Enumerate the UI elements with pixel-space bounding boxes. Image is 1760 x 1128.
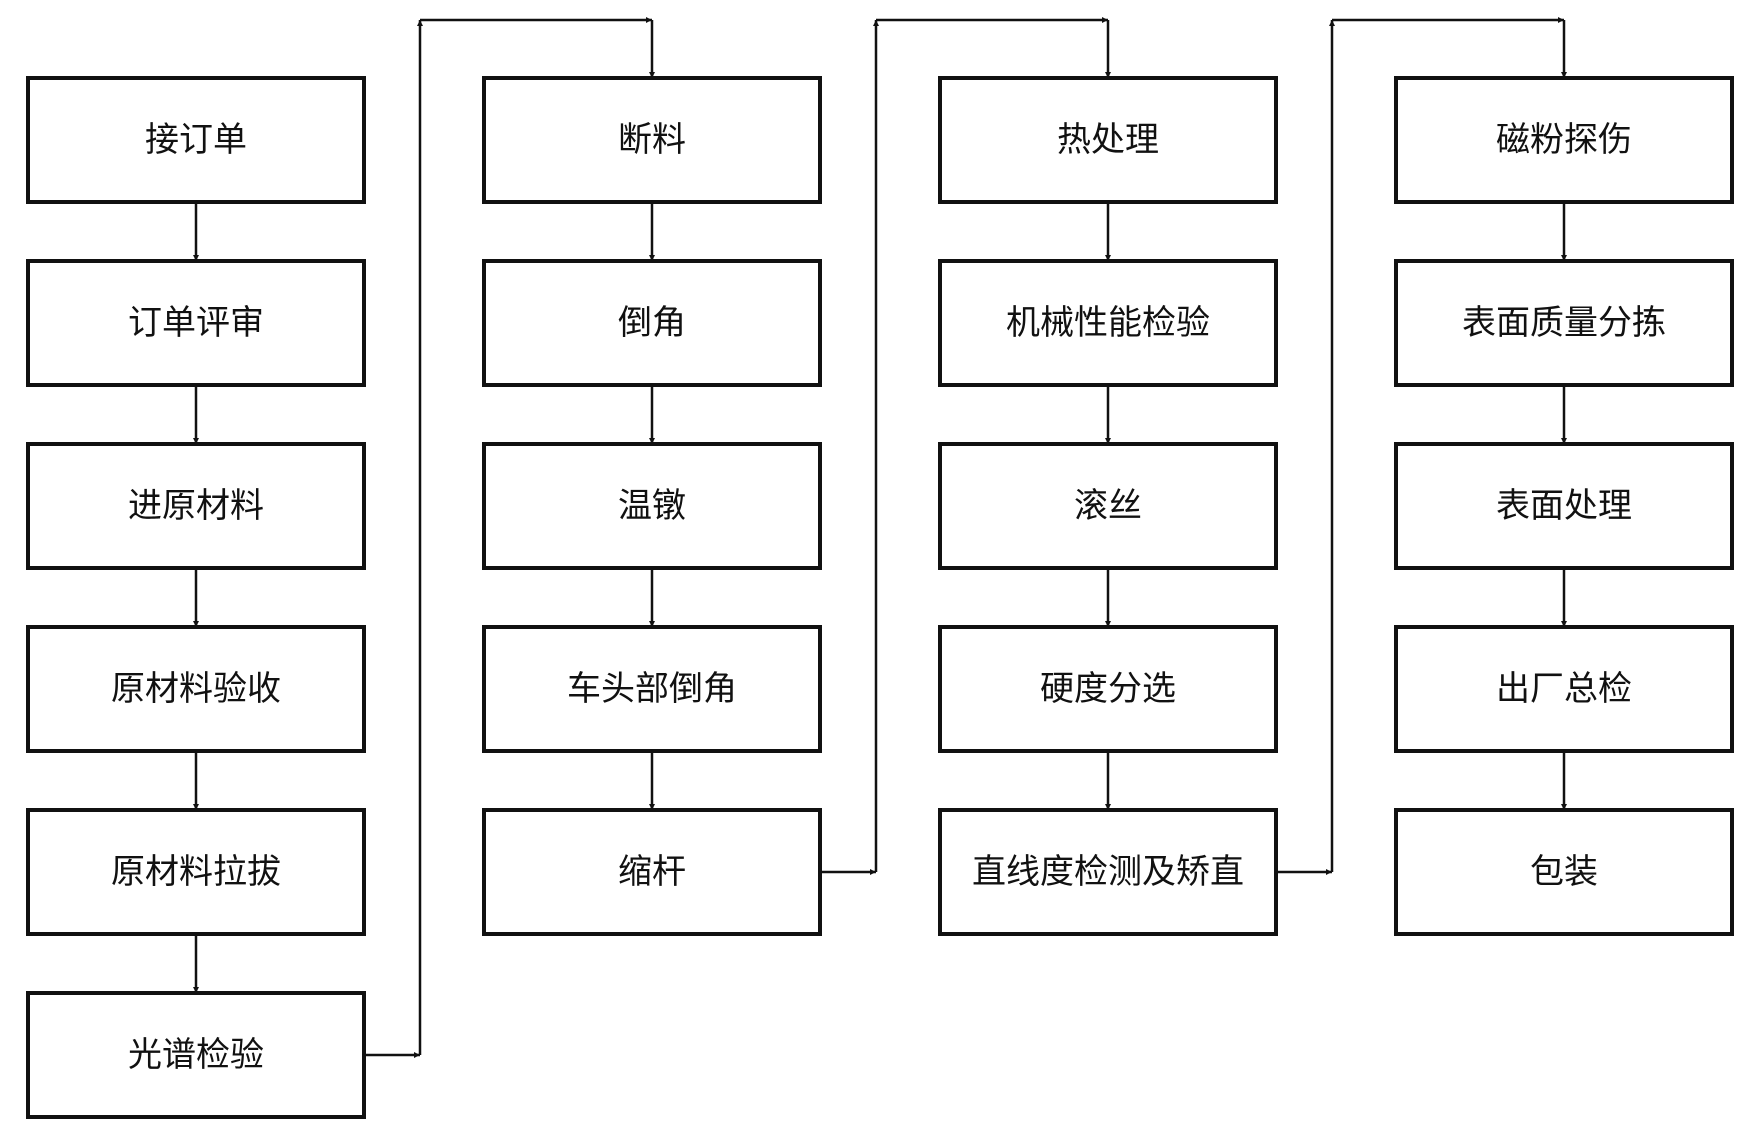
step-label: 接订单 — [145, 120, 247, 160]
step-label: 倒角 — [618, 303, 686, 343]
step-frame — [938, 259, 1278, 387]
process-step-box: 热处理 — [938, 76, 1278, 204]
process-step-box: 断料 — [482, 76, 822, 204]
step-frame — [938, 76, 1278, 204]
step-label: 订单评审 — [128, 303, 264, 343]
step-label: 断料 — [618, 120, 686, 160]
step-frame — [482, 76, 822, 204]
step-label: 光谱检验 — [128, 1035, 264, 1075]
process-step-box: 缩杆 — [482, 808, 822, 936]
step-label: 滚丝 — [1074, 486, 1142, 526]
step-frame — [26, 991, 366, 1119]
step-label: 表面质量分拣 — [1462, 303, 1666, 343]
step-frame — [938, 442, 1278, 570]
process-step-box: 进原材料 — [26, 442, 366, 570]
process-step-box: 包装 — [1394, 808, 1734, 936]
step-label: 缩杆 — [618, 852, 686, 892]
step-frame — [482, 259, 822, 387]
step-label: 磁粉探伤 — [1496, 120, 1632, 160]
process-step-box: 表面处理 — [1394, 442, 1734, 570]
step-frame — [1394, 259, 1734, 387]
process-step-box: 倒角 — [482, 259, 822, 387]
process-step-box: 滚丝 — [938, 442, 1278, 570]
step-frame — [26, 442, 366, 570]
process-step-box: 原材料拉拔 — [26, 808, 366, 936]
step-label: 进原材料 — [128, 486, 264, 526]
step-label: 热处理 — [1057, 120, 1159, 160]
step-frame — [482, 808, 822, 936]
process-step-box: 机械性能检验 — [938, 259, 1278, 387]
step-label: 车头部倒角 — [567, 669, 737, 709]
process-step-box: 订单评审 — [26, 259, 366, 387]
process-step-box: 温镦 — [482, 442, 822, 570]
step-frame — [1394, 808, 1734, 936]
step-label: 原材料拉拔 — [111, 852, 281, 892]
step-frame — [482, 625, 822, 753]
process-step-box: 出厂总检 — [1394, 625, 1734, 753]
step-frame — [938, 808, 1278, 936]
step-frame — [26, 76, 366, 204]
step-label: 包装 — [1530, 852, 1598, 892]
process-step-box: 直线度检测及矫直 — [938, 808, 1278, 936]
step-label: 温镦 — [618, 486, 686, 526]
step-label: 表面处理 — [1496, 486, 1632, 526]
step-frame — [26, 808, 366, 936]
step-frame — [26, 259, 366, 387]
step-label: 机械性能检验 — [1006, 303, 1210, 343]
step-frame — [1394, 442, 1734, 570]
process-step-box: 原材料验收 — [26, 625, 366, 753]
process-step-box: 车头部倒角 — [482, 625, 822, 753]
step-label: 直线度检测及矫直 — [972, 852, 1244, 892]
process-step-box: 磁粉探伤 — [1394, 76, 1734, 204]
step-label: 硬度分选 — [1040, 669, 1176, 709]
process-step-box: 接订单 — [26, 76, 366, 204]
process-step-box: 硬度分选 — [938, 625, 1278, 753]
step-frame — [482, 442, 822, 570]
process-step-box: 光谱检验 — [26, 991, 366, 1119]
step-label: 原材料验收 — [111, 669, 281, 709]
step-frame — [1394, 76, 1734, 204]
step-frame — [26, 625, 366, 753]
step-frame — [938, 625, 1278, 753]
connectors — [193, 17, 1567, 1058]
step-frame — [1394, 625, 1734, 753]
process-step-box: 表面质量分拣 — [1394, 259, 1734, 387]
step-label: 出厂总检 — [1496, 669, 1632, 709]
